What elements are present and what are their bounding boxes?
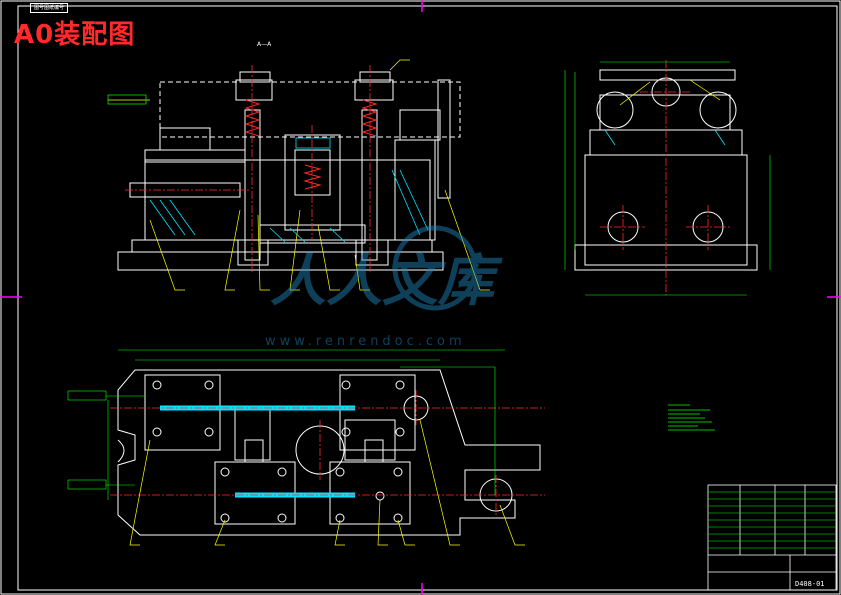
drawing-title: A0装配图 bbox=[14, 20, 136, 50]
side-view-dims bbox=[564, 61, 771, 296]
header-stamp: 图号图纸编号 bbox=[30, 3, 69, 13]
front-view-centerlines bbox=[125, 65, 371, 272]
front-view-tolerance-box bbox=[107, 94, 147, 105]
title-block bbox=[707, 484, 837, 591]
top-view-bolts bbox=[152, 380, 405, 523]
top-view bbox=[117, 369, 541, 536]
watermark-brand: 人人文库 bbox=[270, 249, 503, 314]
drawing-number: D408-01 bbox=[795, 580, 825, 588]
top-view-dims bbox=[67, 349, 505, 500]
watermark-url: www.renrendoc.com bbox=[265, 334, 466, 349]
top-view-centerlines bbox=[110, 390, 545, 515]
front-view-springs bbox=[244, 99, 378, 190]
watermark-logo-ring bbox=[392, 225, 478, 311]
technical-notes bbox=[668, 404, 715, 431]
front-view-hatching bbox=[149, 137, 429, 243]
front-view bbox=[117, 71, 461, 271]
watermark: 人人文库 www.renrendoc.com bbox=[265, 225, 503, 349]
title-block-rows bbox=[708, 491, 836, 549]
side-view-leaders bbox=[619, 79, 721, 106]
top-view-hatch-rods bbox=[160, 405, 355, 498]
front-view-leaders bbox=[108, 59, 490, 291]
side-view-hatching bbox=[604, 129, 726, 146]
top-view-leaders bbox=[129, 419, 525, 546]
section-label: A—A bbox=[257, 41, 272, 48]
inner-frame bbox=[17, 5, 838, 591]
side-view-centerlines bbox=[600, 60, 730, 295]
